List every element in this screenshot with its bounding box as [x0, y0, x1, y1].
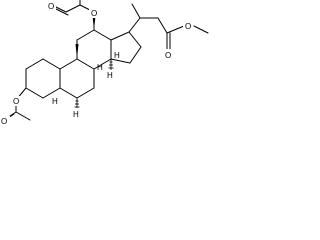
atom-h-c12: H: [114, 51, 120, 60]
atom-o-carbonyl-right: O: [165, 51, 171, 60]
ring-d: [110, 31, 142, 64]
atom-h-c9: H: [73, 110, 79, 119]
atom-h-c5: H: [52, 97, 58, 106]
atom-labels: O O O O O O H H H H H: [0, 1, 193, 126]
atom-o-ester-left: O: [13, 97, 19, 106]
acetoxy-top: [51, 0, 95, 31]
hash-bonds: [74, 59, 114, 108]
methyl-groups: [75, 16, 96, 59]
ring-b: [59, 58, 95, 99]
atom-o-ketone-left: O: [1, 117, 7, 126]
atom-o-ketone-top: O: [48, 2, 54, 11]
atom-h-c8: H: [97, 63, 103, 72]
side-chain: [128, 3, 209, 51]
ring-a: [25, 58, 61, 99]
structure-diagram: O O O O O O H H H H H: [0, 0, 209, 126]
atom-o-ester-right: O: [185, 22, 191, 31]
ring-c: [76, 29, 112, 70]
atom-o-ester-top: O: [91, 9, 97, 18]
atom-h-c14: H: [107, 71, 113, 80]
